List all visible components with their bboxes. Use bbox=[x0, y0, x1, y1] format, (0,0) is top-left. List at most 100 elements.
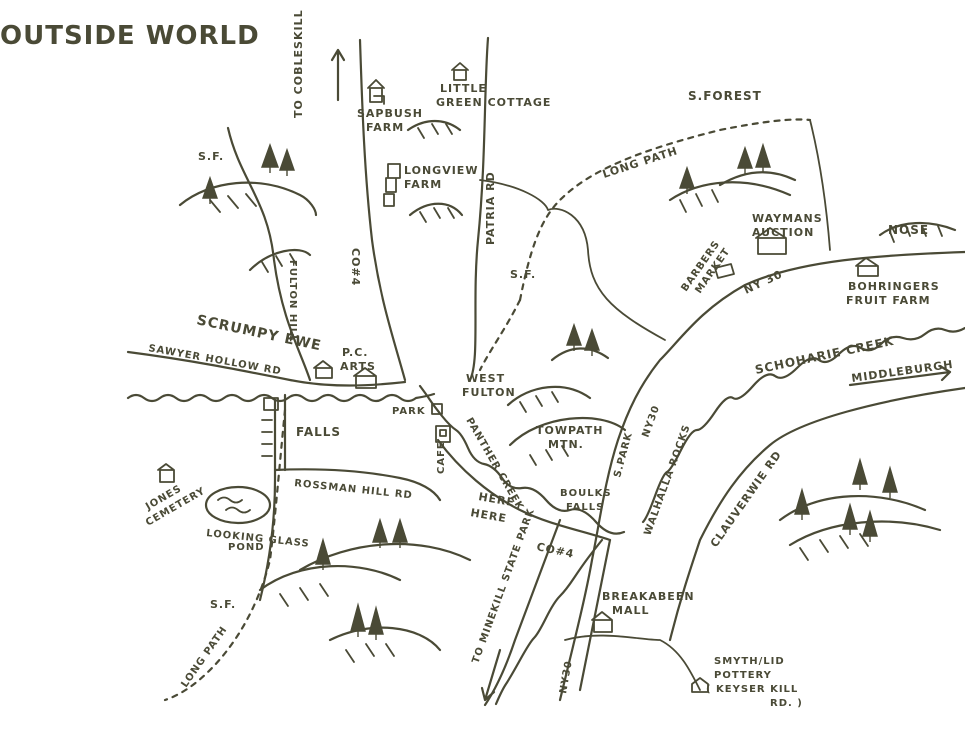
breakabeen-mall-icon bbox=[591, 611, 613, 633]
schoharie-creek-edge bbox=[668, 386, 965, 642]
patria-road bbox=[468, 36, 490, 382]
label-here-1: HERE bbox=[477, 490, 515, 509]
sapbush-house-icon bbox=[367, 79, 385, 105]
label-walhalla-rocks: WALHALLA ROCKS bbox=[642, 423, 692, 537]
rossman-hill-road bbox=[273, 468, 442, 502]
label-ny30-mid: NY30 bbox=[640, 404, 662, 439]
label-mtn: MTN. bbox=[548, 438, 584, 451]
label-auction: AUCTION bbox=[752, 226, 814, 239]
label-boulks: BOULKS bbox=[560, 488, 612, 499]
label-co4-bottom: CO#4 bbox=[535, 540, 575, 561]
map-title: OUTSIDE WORLD bbox=[0, 21, 260, 51]
trees bbox=[202, 142, 898, 640]
minekill-arrow-icon bbox=[480, 648, 502, 702]
smythlid-pottery-icon bbox=[691, 677, 709, 693]
label-nose: NOSE bbox=[888, 223, 929, 237]
label-longview: LONGVIEW bbox=[404, 164, 478, 177]
panther-creek-wavy bbox=[126, 392, 436, 403]
label-long-path-bottom: LONG PATH bbox=[179, 624, 229, 689]
falls-tracks bbox=[261, 419, 273, 457]
co4-road-bottom bbox=[436, 438, 612, 542]
label-here-2: HERE bbox=[469, 506, 507, 525]
label-park: PARK bbox=[392, 406, 426, 417]
label-to-minekill: TO MINEKILL STATE PARK bbox=[470, 507, 537, 665]
label-middleburgh: MIDDLEBURGH bbox=[851, 358, 955, 385]
ny30-road bbox=[558, 250, 965, 702]
scrumpy-ewe-icon bbox=[313, 360, 333, 379]
pc-arts-icon bbox=[353, 367, 377, 389]
map-labels: TO COBLESKILL SAPBUSH FARM LITTLE GREEN … bbox=[143, 9, 954, 709]
barbers-market-icon bbox=[714, 263, 735, 279]
long-path-mid bbox=[478, 298, 522, 372]
falls-building-icon bbox=[263, 397, 279, 411]
label-pond: POND bbox=[228, 542, 265, 553]
label-smythlid: SMYTH/LID bbox=[714, 656, 785, 667]
label-scrumpy-ewe: SCRUMPY EWE bbox=[195, 312, 323, 354]
looking-glass-pond bbox=[204, 485, 272, 525]
little-green-cottage-icon bbox=[451, 62, 469, 81]
label-sf-top-left: S.F. bbox=[198, 150, 224, 163]
breakabeen-road bbox=[564, 634, 701, 691]
label-clauverwie-rd: CLAUVERWIE RD bbox=[708, 448, 785, 550]
waymans-auction-icon bbox=[755, 227, 787, 255]
label-sapbush: SAPBUSH bbox=[357, 107, 423, 120]
label-cafe: CAFE bbox=[436, 441, 447, 474]
label-sawyer-hollow-rd: SAWYER HOLLOW RD bbox=[147, 343, 282, 377]
label-to-cobleskill: TO COBLESKILL bbox=[292, 9, 305, 118]
label-breakabeen: BREAKABEEN bbox=[602, 590, 695, 603]
label-arts: ARTS bbox=[340, 360, 376, 373]
label-sf-middle: S.F. bbox=[510, 268, 536, 281]
minekill-stream bbox=[494, 538, 604, 706]
bohringers-icon bbox=[855, 257, 879, 277]
label-s-forest: S.FOREST bbox=[688, 89, 762, 103]
longview-house-icon bbox=[383, 163, 401, 207]
label-mall: MALL bbox=[612, 604, 649, 617]
sawyer-hollow-road bbox=[126, 350, 407, 387]
label-patria-rd: PATRIA RD bbox=[484, 171, 497, 245]
label-sf-bottom: S.F. bbox=[210, 598, 236, 611]
jones-cemetery-icon bbox=[157, 463, 175, 483]
label-waymans: WAYMANS bbox=[752, 212, 823, 225]
label-pc: P.C. bbox=[342, 346, 368, 359]
fulton-hill-road bbox=[226, 126, 312, 382]
label-keyser-kill-rd: RD. ) bbox=[770, 698, 803, 709]
ny30-road-edge bbox=[578, 538, 612, 692]
cobleskill-arrow-icon bbox=[330, 48, 346, 102]
buildings bbox=[157, 62, 879, 693]
long-path-bottom bbox=[163, 408, 287, 702]
label-longview-farm: FARM bbox=[404, 178, 442, 191]
label-boulks-falls: FALLS bbox=[566, 502, 604, 513]
label-bohringers: BOHRINGERS bbox=[848, 280, 940, 293]
park-icon bbox=[431, 403, 443, 415]
label-sapbush-farm: FARM bbox=[366, 121, 404, 134]
label-little: LITTLE bbox=[440, 82, 487, 95]
label-fulton: FULTON bbox=[462, 386, 516, 399]
label-west: WEST bbox=[466, 372, 505, 385]
label-long-path-top: LONG PATH bbox=[601, 144, 680, 181]
auction-road bbox=[809, 119, 831, 251]
minekill-road bbox=[483, 518, 562, 707]
co4-road-top bbox=[358, 38, 407, 382]
label-s-park: S.PARK bbox=[612, 431, 635, 479]
label-green-cottage: GREEN COTTAGE bbox=[436, 96, 551, 109]
pond-water-lines bbox=[217, 496, 251, 514]
connector-road bbox=[479, 179, 666, 341]
label-fruit-farm: FRUIT FARM bbox=[846, 294, 931, 307]
falls-box-road bbox=[258, 393, 287, 602]
label-pottery: POTTERY bbox=[714, 670, 772, 681]
label-falls: FALLS bbox=[296, 425, 341, 439]
label-ny30-bottom: NY30 bbox=[558, 660, 575, 695]
label-rossman-hill-rd: ROSSMAN HILL RD bbox=[294, 478, 414, 501]
label-ny30-top: NY 30 bbox=[742, 267, 785, 296]
label-towpath: TOWPATH bbox=[536, 424, 603, 437]
label-co4-top: CO#4 bbox=[349, 248, 362, 286]
hills bbox=[178, 119, 957, 663]
schoharie-creek bbox=[641, 326, 965, 524]
middleburgh-arrow-icon bbox=[848, 364, 952, 387]
label-fulton-hill: FULTON HILL bbox=[287, 260, 298, 343]
cafe-icon bbox=[435, 425, 451, 443]
long-path-top bbox=[518, 118, 812, 302]
label-keyser-kill: ( KEYSER KILL bbox=[706, 684, 798, 695]
